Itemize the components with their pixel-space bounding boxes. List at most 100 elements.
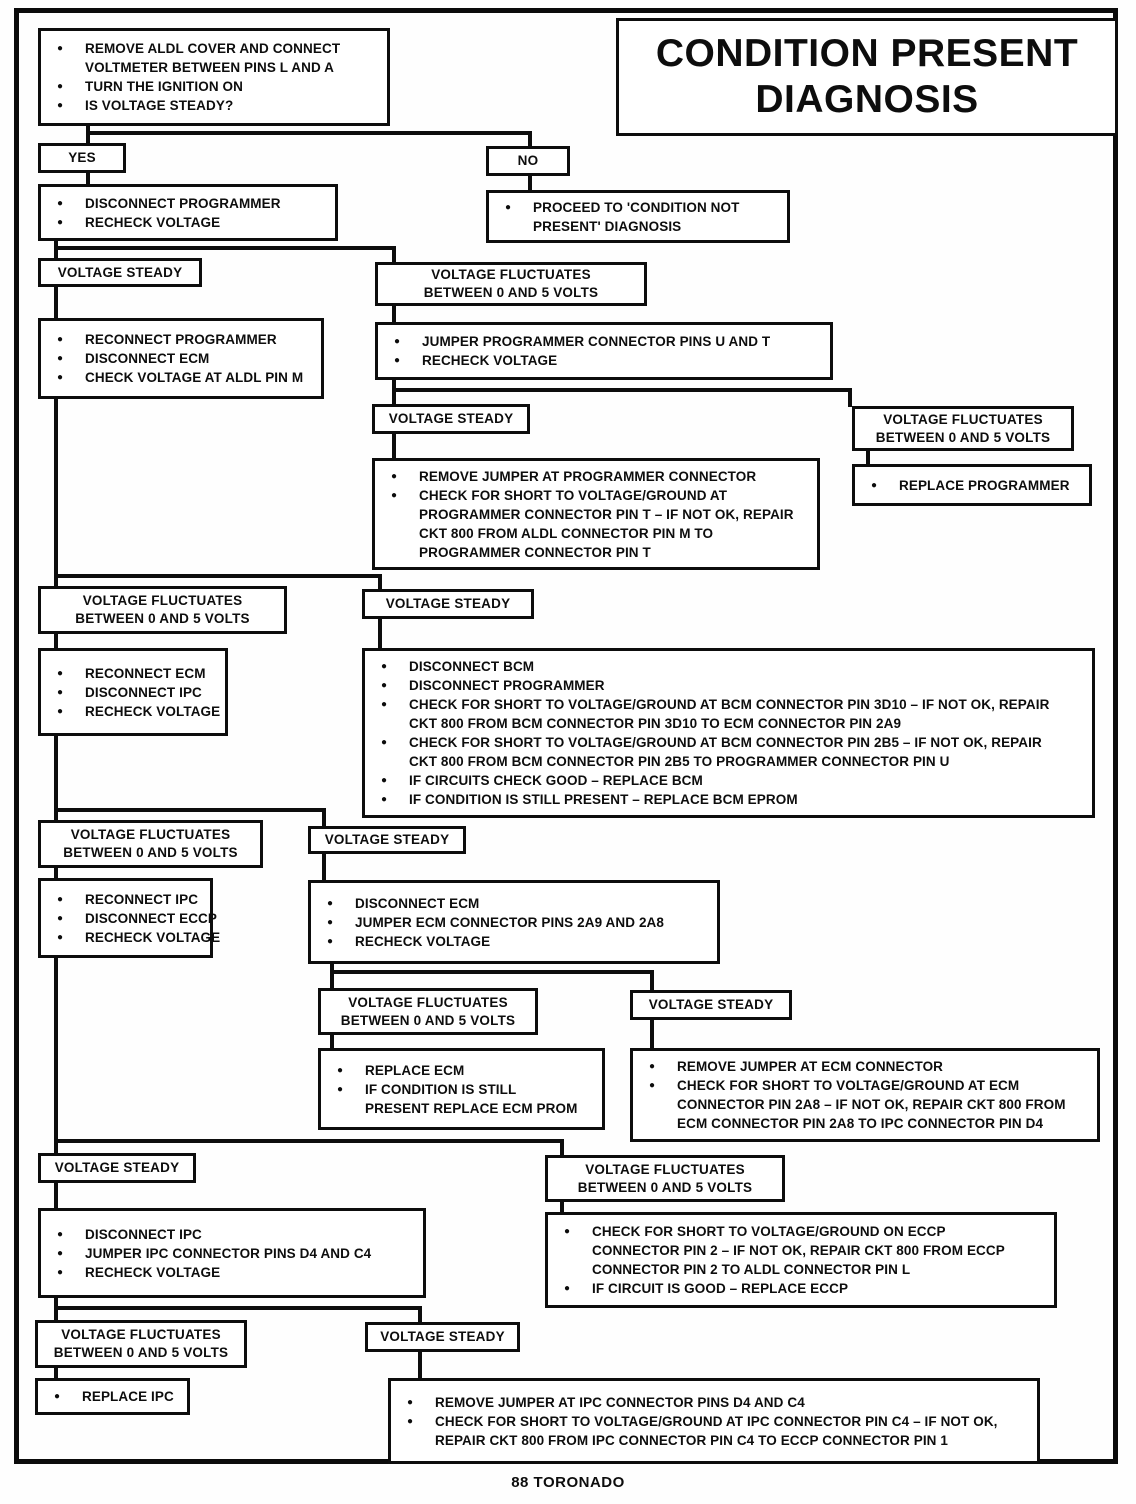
- bullet-item: ● IS VOLTAGE STEADY?: [41, 96, 381, 115]
- label-text: VOLTAGE FLUCTUATES: [883, 411, 1043, 427]
- bullet-icon: ●: [564, 1283, 571, 1294]
- bullet-text-line: REMOVE JUMPER AT IPC CONNECTOR PINS D4 A…: [435, 1394, 805, 1410]
- bullet-text-line: IS VOLTAGE STEADY?: [85, 98, 234, 113]
- bullet-text: DISCONNECT PROGRAMMER: [409, 676, 1086, 695]
- connector-line: [54, 868, 58, 879]
- bullet-item: ●REMOVE JUMPER AT IPC CONNECTOR PINS D4 …: [391, 1393, 1031, 1412]
- bullet-icon: ●: [57, 81, 64, 92]
- label-text: VOLTAGE STEADY: [648, 997, 774, 1012]
- bullet-text-line: DISCONNECT IPC: [85, 684, 202, 700]
- bullet-text-line: RECHECK VOLTAGE: [85, 929, 221, 945]
- bullet-icon: ●: [57, 100, 64, 111]
- connector-line: [54, 634, 58, 649]
- bullet-text-line: IF CIRCUIT IS GOOD – REPLACE ECCP: [592, 1281, 849, 1296]
- bullet-icon: ●: [327, 935, 334, 947]
- bullet-item: ●CHECK FOR SHORT TO VOLTAGE/GROUND AT EC…: [633, 1076, 1091, 1133]
- connector-line: [54, 1183, 58, 1209]
- bullet-icon: ●: [57, 43, 64, 54]
- voltage-steady-label-5: VOLTAGE STEADY: [630, 990, 792, 1020]
- label-text: VOLTAGE STEADY: [324, 832, 450, 847]
- label-text: VOLTAGE STEADY: [388, 411, 514, 426]
- bullet-text: RECHECK VOLTAGE: [85, 702, 220, 721]
- bullet-text: DISCONNECT BCM: [409, 657, 1086, 676]
- no-label: NO: [486, 146, 570, 176]
- bullet-icon: ●: [57, 931, 64, 943]
- connector-line: [330, 1035, 334, 1049]
- bullet-icon: ●: [381, 661, 388, 672]
- bullet-text-line: DISCONNECT ECCP: [85, 910, 218, 926]
- connector-line: [650, 1020, 654, 1049]
- connector-line: [848, 388, 852, 407]
- connector-line: [528, 131, 532, 147]
- bullet-icon: ●: [327, 916, 334, 928]
- bullet-text: JUMPER ECM CONNECTOR PINS 2A9 AND 2A8: [355, 913, 711, 932]
- bullet-icon: ●: [57, 197, 64, 209]
- bullet-text-line: REMOVE JUMPER AT ECM CONNECTOR: [677, 1059, 944, 1074]
- label-text: VOLTAGE STEADY: [380, 1329, 505, 1344]
- bullet-text: RECHECK VOLTAGE: [85, 213, 329, 232]
- voltage-steady-label-4: VOLTAGE STEADY: [308, 826, 466, 854]
- bullet-text-line: IF CIRCUITS CHECK GOOD – REPLACE BCM: [409, 773, 703, 788]
- bullet-text: REMOVE JUMPER AT PROGRAMMER CONNECTOR: [419, 467, 811, 486]
- bullet-item: ● RECHECK VOLTAGE: [41, 928, 220, 947]
- connector-line: [86, 126, 90, 144]
- label-text: BETWEEN 0 AND 5 VOLTS: [63, 845, 238, 860]
- bullet-icon: ●: [57, 1247, 64, 1259]
- bullet-text-line: CHECK FOR SHORT TO VOLTAGE/GROUND AT BCM…: [409, 697, 1050, 712]
- bullet-text: REMOVE JUMPER AT ECM CONNECTOR: [677, 1057, 1091, 1076]
- bullet-text-line: JUMPER ECM CONNECTOR PINS 2A9 AND 2A8: [355, 914, 665, 930]
- bullet-text-line: IF CONDITION IS STILL: [365, 1081, 517, 1097]
- bullet-text-line: TURN THE IGNITION ON: [85, 79, 243, 94]
- label-text: VOLTAGE FLUCTUATES: [70, 827, 231, 842]
- remove-jumper-programmer-step: ●REMOVE JUMPER AT PROGRAMMER CONNECTOR●C…: [372, 458, 820, 570]
- bullet-icon: ●: [337, 1083, 344, 1095]
- bullet-icon: ●: [337, 1064, 344, 1076]
- bullet-item: ● RECHECK VOLTAGE: [378, 351, 824, 370]
- label-text: VOLTAGE FLUCTUATES: [61, 1327, 221, 1342]
- replace-ipc-step: ●REPLACE IPC: [35, 1378, 190, 1415]
- bullet-text: RECHECK VOLTAGE: [85, 928, 220, 947]
- label-text: VOLTAGE STEADY: [54, 1160, 180, 1175]
- bullet-text: JUMPER IPC CONNECTOR PINS D4 AND C4: [85, 1244, 417, 1263]
- connector-line: [330, 970, 654, 974]
- bullet-item: ●RECONNECT ECM: [41, 664, 219, 683]
- bullet-text-line: REMOVE JUMPER AT PROGRAMMER CONNECTOR: [419, 468, 757, 484]
- bullet-text-line: DISCONNECT ECM: [85, 351, 210, 366]
- bullet-icon: ●: [394, 355, 401, 366]
- bullet-icon: ●: [57, 372, 64, 383]
- bullet-text-line: CHECK FOR SHORT TO VOLTAGE/GROUND ON ECC…: [592, 1224, 946, 1239]
- bullet-text: JUMPER PROGRAMMER CONNECTOR PINS U AND T: [422, 332, 824, 351]
- bullet-text-line: PROGRAMMER CONNECTOR PIN T: [419, 544, 651, 560]
- bullet-icon: ●: [871, 479, 878, 491]
- connector-line: [330, 964, 334, 989]
- label-text: BETWEEN 0 AND 5 VOLTS: [340, 1012, 516, 1028]
- connector-line: [54, 1306, 422, 1310]
- bullet-text-line: RECHECK VOLTAGE: [85, 1264, 221, 1280]
- connector-line: [54, 574, 382, 578]
- bullet-text-line: IF CONDITION IS STILL PRESENT – REPLACE …: [409, 792, 798, 807]
- bullet-text-line: RECONNECT ECM: [85, 665, 206, 681]
- bullet-text-line: RECHECK VOLTAGE: [422, 353, 558, 368]
- bullet-item: ●REMOVE JUMPER AT PROGRAMMER CONNECTOR: [375, 467, 811, 486]
- bullet-text: REPLACE IPC: [82, 1387, 181, 1406]
- bullet-text-line: CKT 800 FROM BCM CONNECTOR PIN 3D10 TO E…: [409, 716, 902, 731]
- bullet-item: ●REPLACE IPC: [38, 1387, 181, 1406]
- bullet-icon: ●: [564, 1226, 571, 1237]
- bullet-item: ● RECHECK VOLTAGE: [41, 702, 220, 721]
- bullet-text: CHECK FOR SHORT TO VOLTAGE/GROUND AT ECM…: [677, 1076, 1091, 1133]
- connector-line: [54, 241, 58, 259]
- connector-line: [528, 176, 532, 191]
- connector-line: [86, 173, 90, 185]
- bullet-text: DISCONNECT ECCP: [85, 909, 217, 928]
- bullet-text: IF CIRCUITS CHECK GOOD – REPLACE BCM: [409, 771, 1086, 790]
- bullet-icon: ●: [57, 705, 64, 717]
- replace-programmer-step: ●REPLACE PROGRAMMER: [852, 464, 1092, 506]
- bullet-text-line: DISCONNECT BCM: [409, 659, 535, 674]
